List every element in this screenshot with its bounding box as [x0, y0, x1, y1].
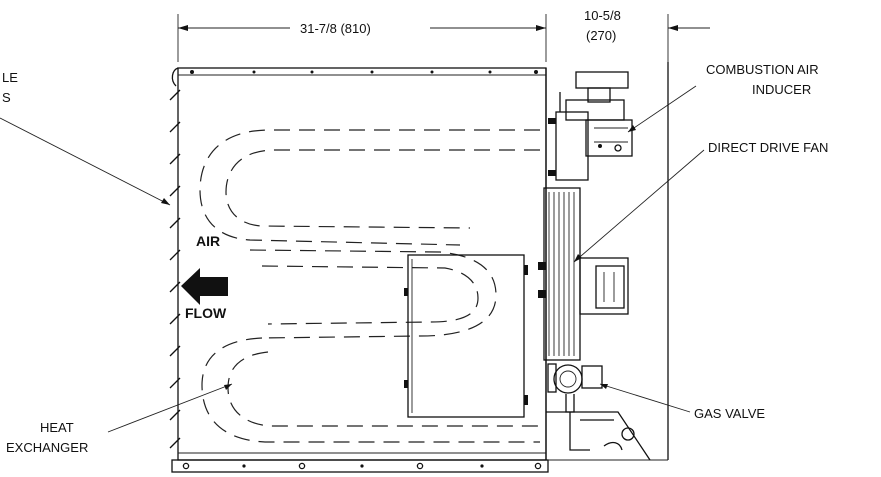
heat-exchanger-tubes	[199, 129, 540, 443]
depth-dimension-mm: (270)	[586, 28, 616, 43]
combustion-air-inducer	[548, 71, 633, 181]
cabinet	[169, 67, 549, 473]
air-flow-indicator: AIR FLOW	[181, 233, 228, 321]
top-rivets	[190, 70, 538, 74]
fan-housing-panel	[404, 254, 528, 418]
louvers-label-line1: LE	[2, 70, 18, 85]
gas-valve-label: GAS VALVE	[694, 406, 765, 421]
air-flow-arrow-icon	[181, 268, 228, 305]
louvers-label-line2: S	[2, 90, 11, 105]
louvers	[169, 89, 181, 449]
width-dimension: 31-7/8 (810)	[177, 14, 547, 62]
air-label: AIR	[196, 233, 220, 249]
flow-label: FLOW	[185, 305, 227, 321]
callout-labels: LE S COMBUSTION AIR INDUCER DIRECT DRIVE…	[2, 62, 828, 455]
combustion-air-inducer-label-line1: COMBUSTION AIR	[706, 62, 819, 77]
bottom-rivets	[182, 462, 542, 470]
manifold-bracket	[546, 411, 651, 461]
gas-valve	[547, 363, 603, 451]
heat-exchanger-label-line2: EXCHANGER	[6, 440, 88, 455]
heat-exchanger-label-line1: HEAT	[40, 420, 74, 435]
direct-drive-fan-label: DIRECT DRIVE FAN	[708, 140, 828, 155]
depth-dimension-inches: 10-5/8	[584, 8, 621, 23]
combustion-air-inducer-label-line2: INDUCER	[752, 82, 811, 97]
leader-lines	[0, 85, 705, 433]
depth-dimension: 10-5/8 (270)	[584, 8, 710, 62]
width-dimension-label: 31-7/8 (810)	[300, 21, 371, 36]
direct-drive-fan	[538, 187, 629, 361]
